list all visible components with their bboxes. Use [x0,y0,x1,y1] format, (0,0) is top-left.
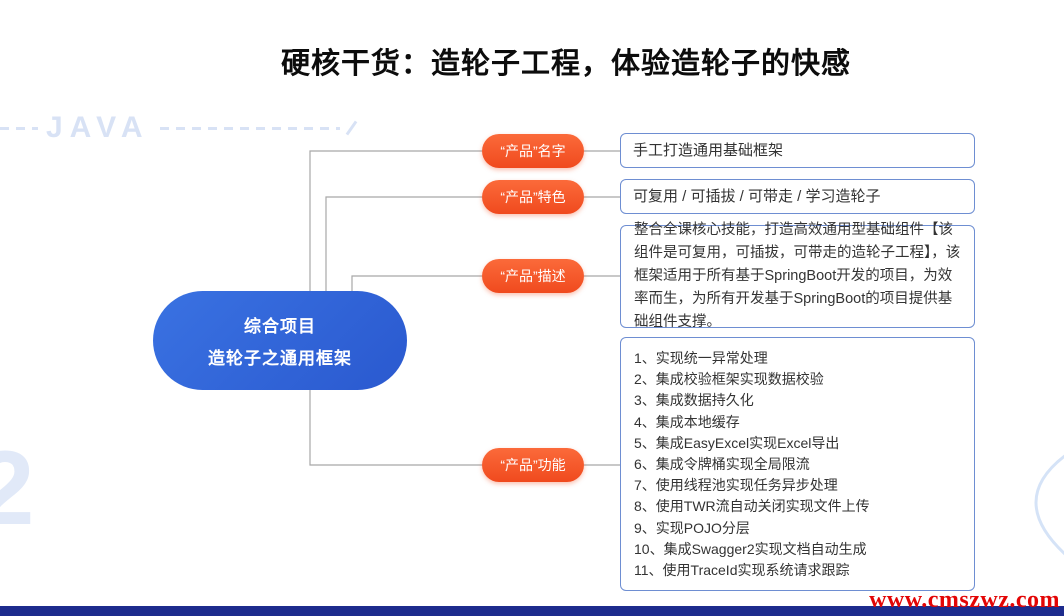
feature-list-item: 2、集成校验框架实现数据校验 [634,371,824,388]
feature-list-item: 8、使用TWR流自动关闭实现文件上传 [634,498,870,515]
feature-list-item: 9、实现POJO分层 [634,519,750,536]
feature-list-item: 7、使用线程池实现任务异步处理 [634,477,838,494]
product-description-box: 整合全课核心技能，打造高效通用型基础组件【该组件是可复用，可插拔，可带走的造轮子… [620,222,975,330]
bottom-accent-bar [0,606,1064,616]
site-url: www.cmszwz.com [869,587,1060,613]
dashed-line-decoration [0,126,38,130]
branch-label-product-function: “产品”功能 [482,448,584,482]
root-node: 综合项目 造轮子之通用框架 [153,291,407,390]
dashed-line-decoration [159,126,340,130]
branch-label-product-name: “产品”名字 [482,134,584,168]
feature-list-item: 11、使用TraceId实现系统请求跟踪 [634,562,850,579]
decorative-arc [1034,454,1064,556]
branch-label-product-feature: “产品”特色 [482,180,584,214]
feature-list-item: 3、集成数据持久化 [634,392,754,409]
branch-label-product-description: “产品”描述 [482,259,584,293]
root-node-line2: 造轮子之通用框架 [208,349,352,368]
java-watermark: JAVA [0,110,357,146]
product-description-text: 整合全课核心技能，打造高效通用型基础组件【该组件是可复用，可插拔，可带走的造轮子… [634,221,961,331]
decorative-numeral: 2 [0,430,35,547]
feature-list-item: 6、集成令牌桶实现全局限流 [634,456,810,473]
feature-list-item: 4、集成本地缓存 [634,413,740,430]
java-watermark-text: JAVA [46,111,150,144]
product-feature-box: 可复用 / 可插拔 / 可带走 / 学习造轮子 [620,179,975,214]
feature-list-item: 5、集成EasyExcel实现Excel导出 [634,434,840,451]
page-title: 硬核干货：造轮子工程，体验造轮子的快感 [280,48,851,80]
feature-list-item: 10、集成Swagger2实现文档自动生成 [634,540,867,557]
product-function-box: 1、实现统一异常处理 2、集成校验框架实现数据校验 3、集成数据持久化 4、集成… [620,337,975,591]
root-node-line1: 综合项目 [244,317,316,336]
product-name-box: 手工打造通用基础框架 [620,133,975,168]
feature-list-item: 1、实现统一异常处理 [634,350,768,366]
